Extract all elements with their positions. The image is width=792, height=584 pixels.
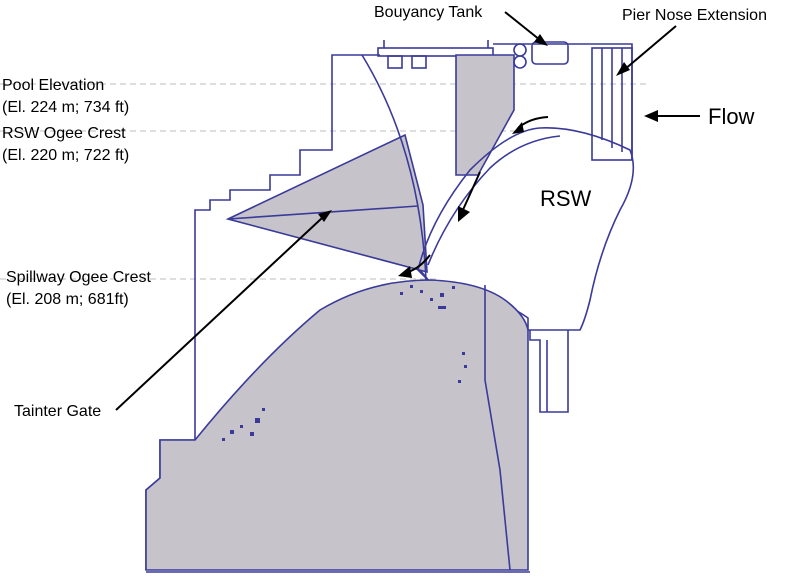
buoyancy-tank-label: Bouyancy Tank <box>374 4 483 21</box>
pool-elevation-value: (El. 224 m; 734 ft) <box>2 99 129 116</box>
pier-nose-extension-label: Pier Nose Extension <box>622 7 767 24</box>
rsw-label: RSW <box>540 186 592 211</box>
buoyancy-tank <box>531 41 569 65</box>
gate-hoist-deck <box>377 47 494 57</box>
flow-arrowhead-lower <box>398 266 412 278</box>
hoist-block-mid <box>411 55 427 69</box>
concrete-joint <box>484 285 511 571</box>
flow-arrowhead-mid <box>458 206 470 222</box>
buoyancy-tank-leader <box>504 11 541 41</box>
buoyancy-tank-roller-1 <box>513 43 527 57</box>
concrete-speckle <box>222 285 467 441</box>
flow-label-arrowhead <box>644 110 658 122</box>
hoist-block-left <box>387 55 403 69</box>
rsw-inner-line <box>427 135 561 266</box>
spillway-ogee-crest-value: (El. 208 m; 681ft) <box>6 291 129 308</box>
pool-elevation-name: Pool Elevation <box>2 77 104 94</box>
spillway-ogee-crest <box>145 279 529 571</box>
tainter-gate-leader-head <box>318 210 332 222</box>
rsw-lower-leg <box>529 330 569 413</box>
spillway-ogee-crest-name: Spillway Ogee Crest <box>6 269 152 286</box>
buoyancy-tank-leader-head <box>534 34 548 46</box>
rsw-ogee-crest-value: (El. 220 m; 722 ft) <box>2 147 129 164</box>
pier-nose-leader <box>623 25 677 71</box>
buoyancy-tank-roller-2 <box>513 55 527 69</box>
flow-label: Flow <box>708 104 755 129</box>
rsw-ogee-crest-name: RSW Ogee Crest <box>2 125 126 142</box>
tainter-gate-skin <box>361 54 427 281</box>
tainter-gate-leader <box>115 217 323 411</box>
upstream-pier-column <box>455 54 515 176</box>
pier-nose-leader-head <box>616 62 630 76</box>
tainter-gate-arm-mid <box>227 205 419 220</box>
flow-arrowhead-upper <box>512 122 524 134</box>
tainter-gate-arm <box>225 133 428 274</box>
tainter-gate-label: Tainter Gate <box>14 403 101 420</box>
flow-arrow-mid <box>461 171 481 213</box>
